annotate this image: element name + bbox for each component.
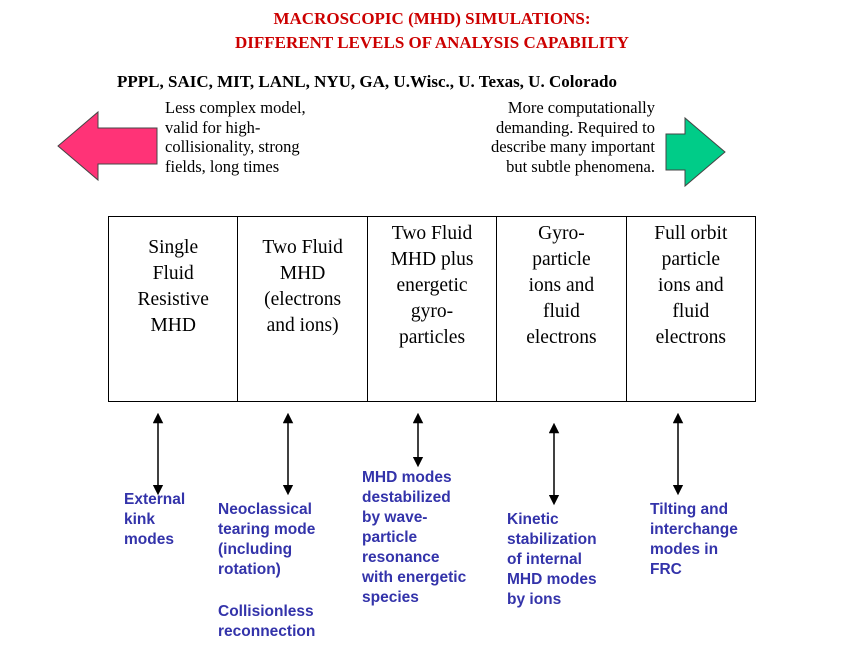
title-line-1: MACROSCOPIC (MHD) SIMULATIONS:	[273, 9, 591, 28]
model-label: Two Fluid MHD (electrons and ions)	[262, 237, 343, 336]
model-label: Single Fluid Resistive MHD	[137, 237, 209, 336]
phenomenon-label: Tilting and interchange modes in FRC	[650, 501, 738, 578]
phenomenon-label: MHD modes destabilized by wave- particle…	[362, 469, 467, 606]
title-line-2: DIFFERENT LEVELS OF ANALYSIS CAPABILITY	[235, 33, 629, 52]
model-cell: Full orbit particle ions and fluid elect…	[627, 217, 755, 401]
model-label: Full orbit particle ions and fluid elect…	[654, 223, 728, 348]
phenomenon-label: Collisionless reconnection	[218, 603, 316, 640]
right-note: More computationally demanding. Required…	[490, 98, 655, 176]
model-cell: Gyro- particle ions and fluid electrons	[497, 217, 627, 401]
model-cell: Single Fluid Resistive MHD	[109, 217, 239, 401]
model-cell: Two Fluid MHD (electrons and ions)	[238, 217, 368, 401]
arrow-left-icon	[57, 110, 158, 182]
arrow-right-icon	[665, 116, 726, 188]
model-label: Gyro- particle ions and fluid electrons	[526, 223, 597, 348]
left-note: Less complex model, valid for high- coll…	[165, 98, 306, 176]
model-cell: Two Fluid MHD plus energetic gyro- parti…	[368, 217, 498, 401]
model-table: Single Fluid Resistive MHD Two Fluid MHD…	[108, 216, 756, 402]
phenomenon-label: External kink modes	[124, 491, 186, 548]
phenomenon-label: Kinetic stabilization of internal MHD mo…	[507, 511, 597, 608]
phenomenon-label: Neoclassical tearing mode (including rot…	[218, 501, 316, 578]
model-label: Two Fluid MHD plus energetic gyro- parti…	[390, 223, 474, 348]
institutions: PPPL, SAIC, MIT, LANL, NYU, GA, U.Wisc.,…	[117, 72, 617, 91]
